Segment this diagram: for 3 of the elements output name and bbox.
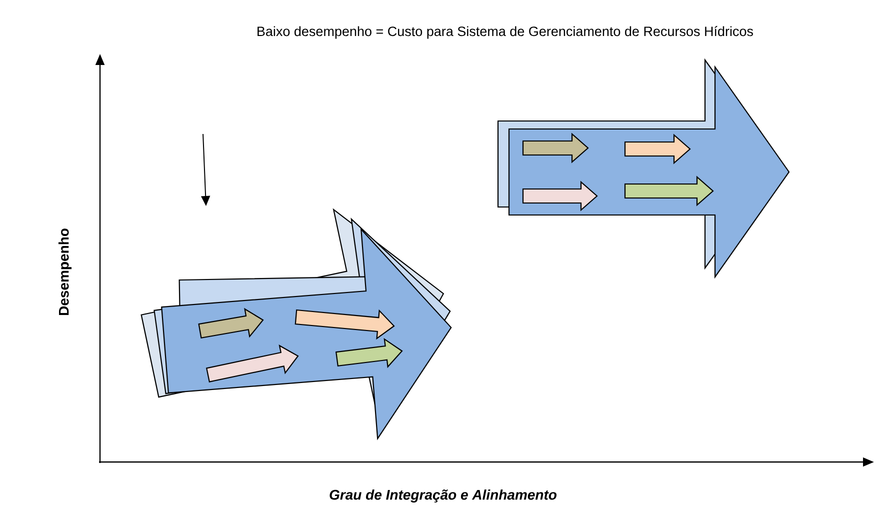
title: Baixo desempenho = Custo para Sistema de Gerenciamento de Recursos Hídricos [258, 26, 753, 39]
axis-label: Grau de Integração e Alinhamento [330, 489, 557, 502]
axis-label: Desempenho [58, 228, 72, 315]
